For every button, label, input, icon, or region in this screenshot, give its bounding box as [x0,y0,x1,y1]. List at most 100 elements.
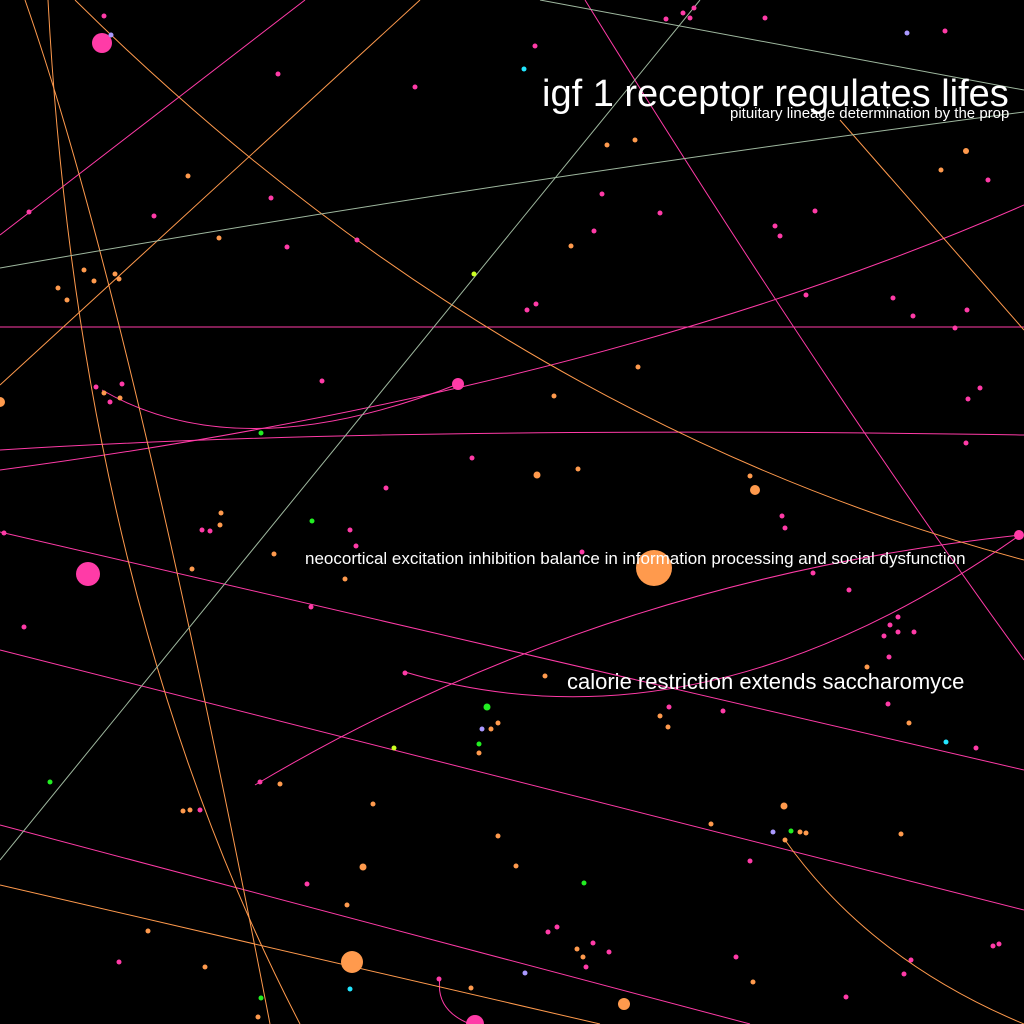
node[interactable] [895,629,901,635]
cluster-label-pituitary[interactable]: pituitary lineage determination by the p… [730,105,1009,122]
node[interactable] [471,271,477,277]
node[interactable] [468,985,474,991]
node[interactable] [906,720,912,726]
node[interactable] [747,473,753,479]
node[interactable] [353,543,359,549]
node[interactable] [663,16,669,22]
node[interactable] [687,15,693,21]
node[interactable] [533,471,541,479]
node[interactable] [635,364,641,370]
node[interactable] [532,43,538,49]
cluster-label-neocortical[interactable]: neocortical excitation inhibition balanc… [305,549,966,568]
node[interactable] [216,235,222,241]
node[interactable] [886,654,892,660]
node[interactable] [665,724,671,730]
node[interactable] [812,208,818,214]
node[interactable] [344,902,350,908]
node[interactable] [733,954,739,960]
node[interactable] [590,940,596,946]
node[interactable] [402,670,408,676]
node[interactable] [788,828,794,834]
node[interactable] [843,994,849,1000]
node[interactable] [964,307,970,313]
node[interactable] [436,976,442,982]
node[interactable] [495,720,501,726]
node[interactable] [197,807,203,813]
node[interactable] [309,518,315,524]
node[interactable] [81,267,87,273]
node[interactable] [116,959,122,965]
node[interactable] [207,528,213,534]
node[interactable] [770,829,776,835]
node[interactable] [881,633,887,639]
node[interactable] [780,802,788,810]
hub-node[interactable] [452,378,464,390]
node[interactable] [180,808,186,814]
node[interactable] [521,66,527,72]
node[interactable] [604,142,610,148]
node[interactable] [347,527,353,533]
node[interactable] [772,223,778,229]
node[interactable] [101,390,107,396]
node[interactable] [479,726,485,732]
node[interactable] [112,271,118,277]
hub-node[interactable] [618,998,630,1010]
node[interactable] [575,466,581,472]
node[interactable] [258,995,264,1001]
node[interactable] [119,381,125,387]
node[interactable] [513,863,519,869]
hub-node[interactable] [750,485,760,495]
node[interactable] [797,829,803,835]
node[interactable] [887,622,893,628]
node[interactable] [890,295,896,301]
node[interactable] [151,213,157,219]
node[interactable] [495,833,501,839]
node[interactable] [257,779,263,785]
hub-node[interactable] [1014,530,1024,540]
node[interactable] [952,325,958,331]
node[interactable] [412,84,418,90]
hub-node[interactable] [466,1015,484,1024]
node[interactable] [545,929,551,935]
node[interactable] [762,15,768,21]
node[interactable] [271,551,277,557]
node[interactable] [476,750,482,756]
hub-node[interactable] [92,33,112,53]
node[interactable] [64,297,70,303]
node[interactable] [217,522,223,528]
node[interactable] [632,137,638,143]
node[interactable] [864,664,870,670]
node[interactable] [199,527,205,533]
node[interactable] [354,237,360,243]
node[interactable] [599,191,605,197]
node[interactable] [347,986,353,992]
node[interactable] [895,614,901,620]
node[interactable] [885,701,891,707]
node[interactable] [583,964,589,970]
node[interactable] [904,30,910,36]
node[interactable] [255,1014,261,1020]
node[interactable] [275,71,281,77]
cluster-label-calorie[interactable]: calorie restriction extends saccharomyce [567,669,964,694]
node[interactable] [476,741,482,747]
node[interactable] [574,946,580,952]
node[interactable] [581,880,587,886]
node[interactable] [720,708,726,714]
node[interactable] [803,292,809,298]
node[interactable] [55,285,61,291]
node[interactable] [938,167,944,173]
node[interactable] [779,513,785,519]
node[interactable] [977,385,983,391]
node[interactable] [342,576,348,582]
node[interactable] [308,604,314,610]
node[interactable] [750,979,756,985]
node[interactable] [579,549,585,555]
node[interactable] [145,928,151,934]
node[interactable] [319,378,325,384]
node[interactable] [691,5,697,11]
node[interactable] [383,485,389,491]
node[interactable] [187,807,193,813]
node[interactable] [898,831,904,837]
hub-node[interactable] [0,397,5,407]
node[interactable] [93,384,99,390]
